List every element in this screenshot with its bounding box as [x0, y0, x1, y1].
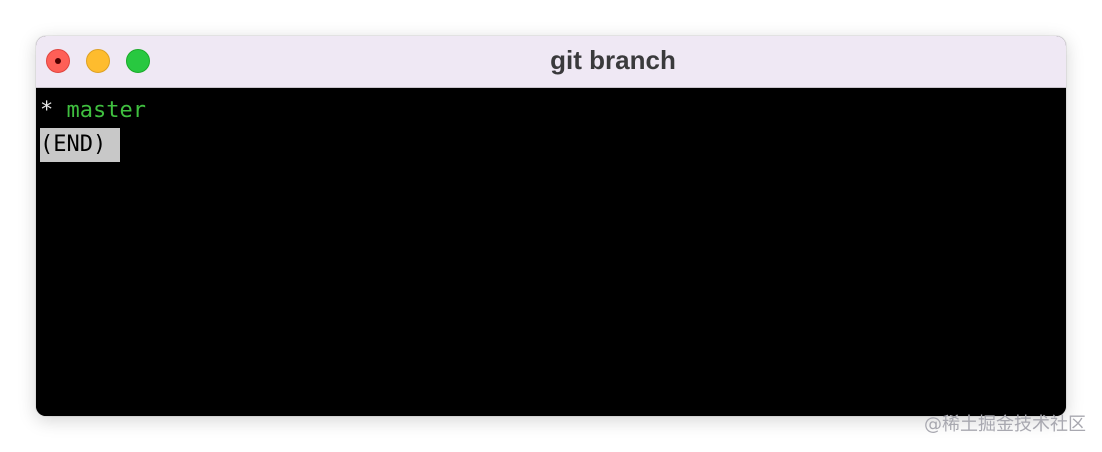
minimize-icon[interactable] [86, 49, 110, 73]
zoom-icon[interactable] [126, 49, 150, 73]
title-bar[interactable]: git branch [36, 36, 1066, 88]
branch-line: * master [40, 94, 1066, 128]
terminal-window: git branch * master (END) [36, 36, 1066, 416]
pager-line: (END) [40, 128, 1066, 162]
current-branch-marker: * [40, 98, 54, 123]
close-icon[interactable] [46, 49, 70, 73]
window-title: git branch [550, 45, 676, 75]
terminal-output[interactable]: * master (END) [36, 88, 1066, 416]
pager-end-marker: (END) [40, 128, 121, 162]
branch-name: master [66, 98, 146, 123]
watermark: @稀土掘金技术社区 [924, 414, 1086, 435]
